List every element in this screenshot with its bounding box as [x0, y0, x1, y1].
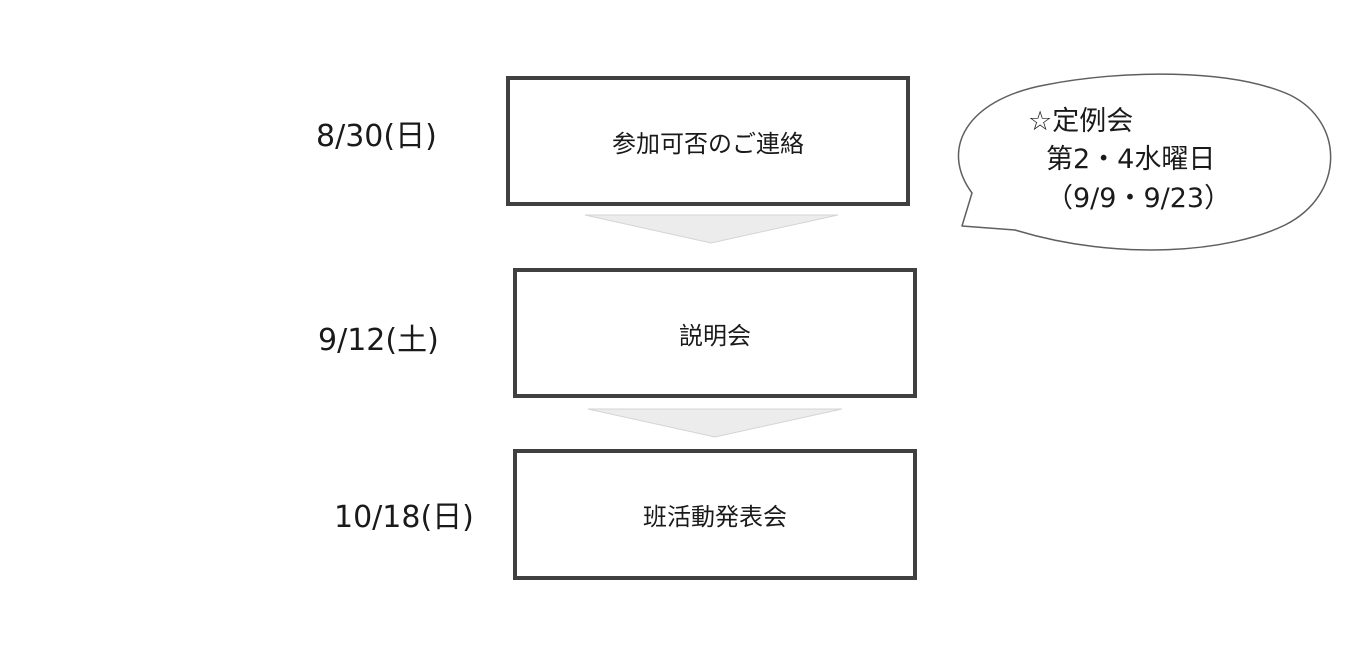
step-label-2: 説明会 [679, 321, 751, 350]
step-box-3: 班活動発表会 [513, 449, 917, 580]
callout-line-2: 第2・4水曜日 [1046, 144, 1216, 175]
callout-line-1: ☆定例会 [1028, 106, 1134, 137]
step-label-3: 班活動発表会 [643, 503, 787, 531]
callout-line-3: （9/9・9/23） [1046, 183, 1232, 214]
speech-bubble [957, 73, 1332, 251]
date-label-2: 9/12(土) [318, 323, 439, 358]
flow-arrow-2 [587, 408, 843, 438]
step-box-1: 参加可否のご連絡 [506, 76, 910, 206]
step-box-2: 説明会 [513, 268, 917, 398]
step-label-1: 参加可否のご連絡 [612, 129, 804, 158]
date-label-1: 8/30(日) [316, 119, 437, 154]
flow-arrow-1 [584, 214, 839, 244]
date-label-3: 10/18(日) [334, 500, 474, 535]
